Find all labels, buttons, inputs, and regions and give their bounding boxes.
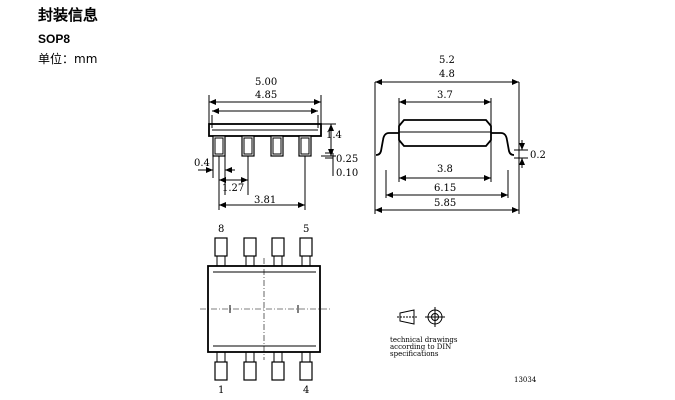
note-line-2: according to DIN — [390, 343, 451, 351]
dim-pitch: 1.27 — [222, 183, 244, 194]
dim-width-max: 5.00 — [255, 77, 277, 88]
dim-height: 1.4 — [326, 130, 342, 141]
dim-thick-max: 0.25 — [336, 154, 358, 165]
pin-4-label: 4 — [303, 385, 309, 396]
pin-1-label: 1 — [218, 385, 224, 396]
pin-5-label: 5 — [303, 224, 309, 235]
dim-width-min: 4.85 — [255, 90, 277, 101]
dim-thick-min: 0.10 — [336, 168, 358, 179]
bottom-view: 8 5 1 4 — [200, 224, 330, 396]
front-view: 5.00 4.85 1.4 0.25 0.10 0.4 — [194, 77, 358, 210]
note-line-1: technical drawings — [390, 336, 458, 344]
note-line-3: specifications — [390, 350, 439, 358]
dim-outer-max: 5.2 — [439, 55, 455, 66]
dim-body-top: 3.7 — [437, 90, 453, 101]
pin-8-label: 8 — [218, 224, 224, 235]
package-name: SOP8 — [38, 32, 71, 46]
dim-standoff: 0.2 — [530, 150, 546, 161]
top-leads — [214, 237, 313, 267]
dim-lead-width: 0.4 — [194, 158, 210, 169]
dim-lead-span-max: 6.15 — [434, 183, 456, 194]
dim-outer-min: 4.8 — [439, 69, 455, 80]
side-view: 5.2 4.8 3.7 3.8 6.15 5.85 0.2 — [374, 55, 546, 214]
drawing-number: 13034 — [514, 376, 537, 384]
projection-symbol-icon — [397, 307, 445, 327]
dim-body-bottom: 3.8 — [437, 164, 453, 175]
bottom-leads — [214, 351, 313, 381]
dim-lead-span-min: 5.85 — [434, 198, 456, 209]
dim-span: 3.81 — [254, 195, 276, 206]
section-title: 封装信息 — [38, 6, 99, 24]
unit-label: 单位：mm — [38, 52, 98, 66]
